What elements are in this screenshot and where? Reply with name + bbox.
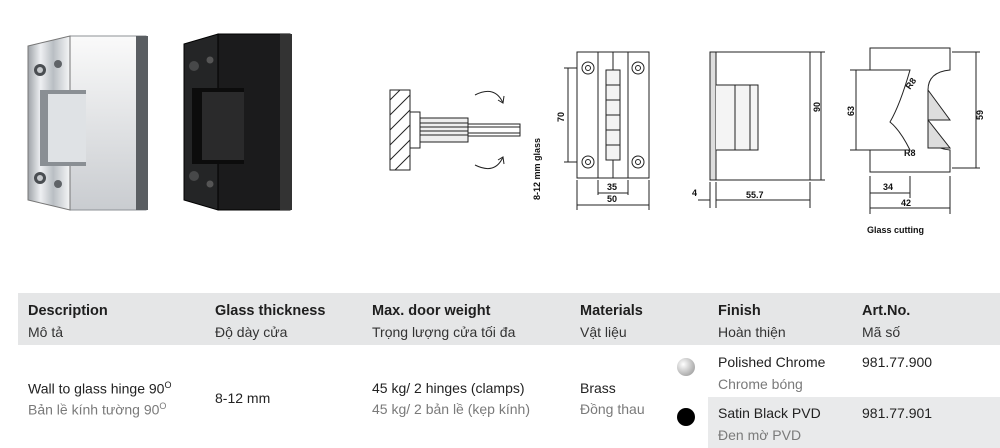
top-view-drawing bbox=[698, 51, 825, 208]
header-door-weight-vn: Trọng lượng cửa tối đa bbox=[372, 324, 516, 340]
header-description-vn: Mô tả bbox=[28, 324, 64, 340]
product-spec-table: Description Mô tả Glass thickness Độ dày… bbox=[18, 293, 1000, 448]
dim-35: 35 bbox=[607, 182, 617, 192]
dim-glass-thickness: 8-12 mm glass bbox=[532, 138, 542, 200]
front-view-drawing bbox=[564, 51, 650, 210]
header-materials-vn: Vật liệu bbox=[580, 324, 627, 340]
polished-chrome-swatch bbox=[677, 358, 695, 376]
dim-59: 59 bbox=[975, 110, 985, 120]
header-materials: Materials bbox=[580, 303, 643, 319]
art-no-black: 981.77.901 bbox=[862, 405, 933, 421]
table-header: Description Mô tả Glass thickness Độ dày… bbox=[18, 293, 1000, 345]
glass-thickness-value: 8-12 mm bbox=[215, 390, 271, 406]
finish-chrome-vn: Chrome bóng bbox=[718, 376, 803, 392]
material-vn: Đồng thau bbox=[580, 401, 645, 417]
material-en: Brass bbox=[580, 380, 616, 396]
finish-chrome-en: Polished Chrome bbox=[718, 354, 826, 370]
table-row: Wall to glass hinge 90O Bản lề kính tườn… bbox=[18, 345, 1000, 448]
finish-row-highlight bbox=[708, 397, 1000, 448]
side-view-drawing bbox=[389, 89, 521, 171]
dim-34: 34 bbox=[883, 182, 893, 192]
dim-r8-bottom: R8 bbox=[904, 148, 916, 158]
description-en: Wall to glass hinge 90O bbox=[28, 380, 172, 397]
header-finish: Finish bbox=[718, 303, 761, 319]
black-hinge-photo bbox=[183, 33, 292, 211]
header-glass-thickness: Glass thickness bbox=[215, 303, 326, 319]
glass-cutting-drawing bbox=[850, 47, 980, 214]
description-vn: Bản lề kính tường 90O bbox=[28, 401, 167, 418]
dim-63: 63 bbox=[846, 106, 856, 116]
dim-50: 50 bbox=[607, 194, 617, 204]
header-art-no: Art.No. bbox=[862, 303, 911, 319]
header-door-weight: Max. door weight bbox=[372, 303, 491, 319]
dim-90: 90 bbox=[812, 102, 822, 112]
finish-black-vn: Đen mờ PVD bbox=[718, 427, 802, 443]
door-weight-vn: 45 kg/ 2 bản lề (kẹp kính) bbox=[372, 401, 530, 417]
header-glass-thickness-vn: Độ dày cửa bbox=[215, 324, 288, 340]
dim-4: 4 bbox=[692, 188, 697, 198]
technical-drawings: 8-12 mm glass 70 35 50 90 4 55.7 63 59 R… bbox=[389, 47, 985, 214]
chrome-hinge-photo bbox=[27, 35, 148, 211]
door-weight-en: 45 kg/ 2 hinges (clamps) bbox=[372, 380, 525, 396]
satin-black-swatch bbox=[677, 408, 695, 426]
art-no-chrome: 981.77.900 bbox=[862, 354, 933, 370]
glass-cutting-caption: Glass cutting bbox=[867, 225, 925, 235]
dim-70: 70 bbox=[556, 112, 566, 122]
finish-black-en: Satin Black PVD bbox=[718, 405, 821, 421]
dim-55-7: 55.7 bbox=[746, 190, 764, 200]
header-art-no-vn: Mã số bbox=[862, 324, 901, 340]
product-figures: 8-12 mm glass 70 35 50 90 4 55.7 63 59 R… bbox=[27, 33, 985, 235]
header-description: Description bbox=[28, 303, 108, 319]
dim-42: 42 bbox=[901, 198, 911, 208]
header-finish-vn: Hoàn thiện bbox=[718, 324, 786, 340]
